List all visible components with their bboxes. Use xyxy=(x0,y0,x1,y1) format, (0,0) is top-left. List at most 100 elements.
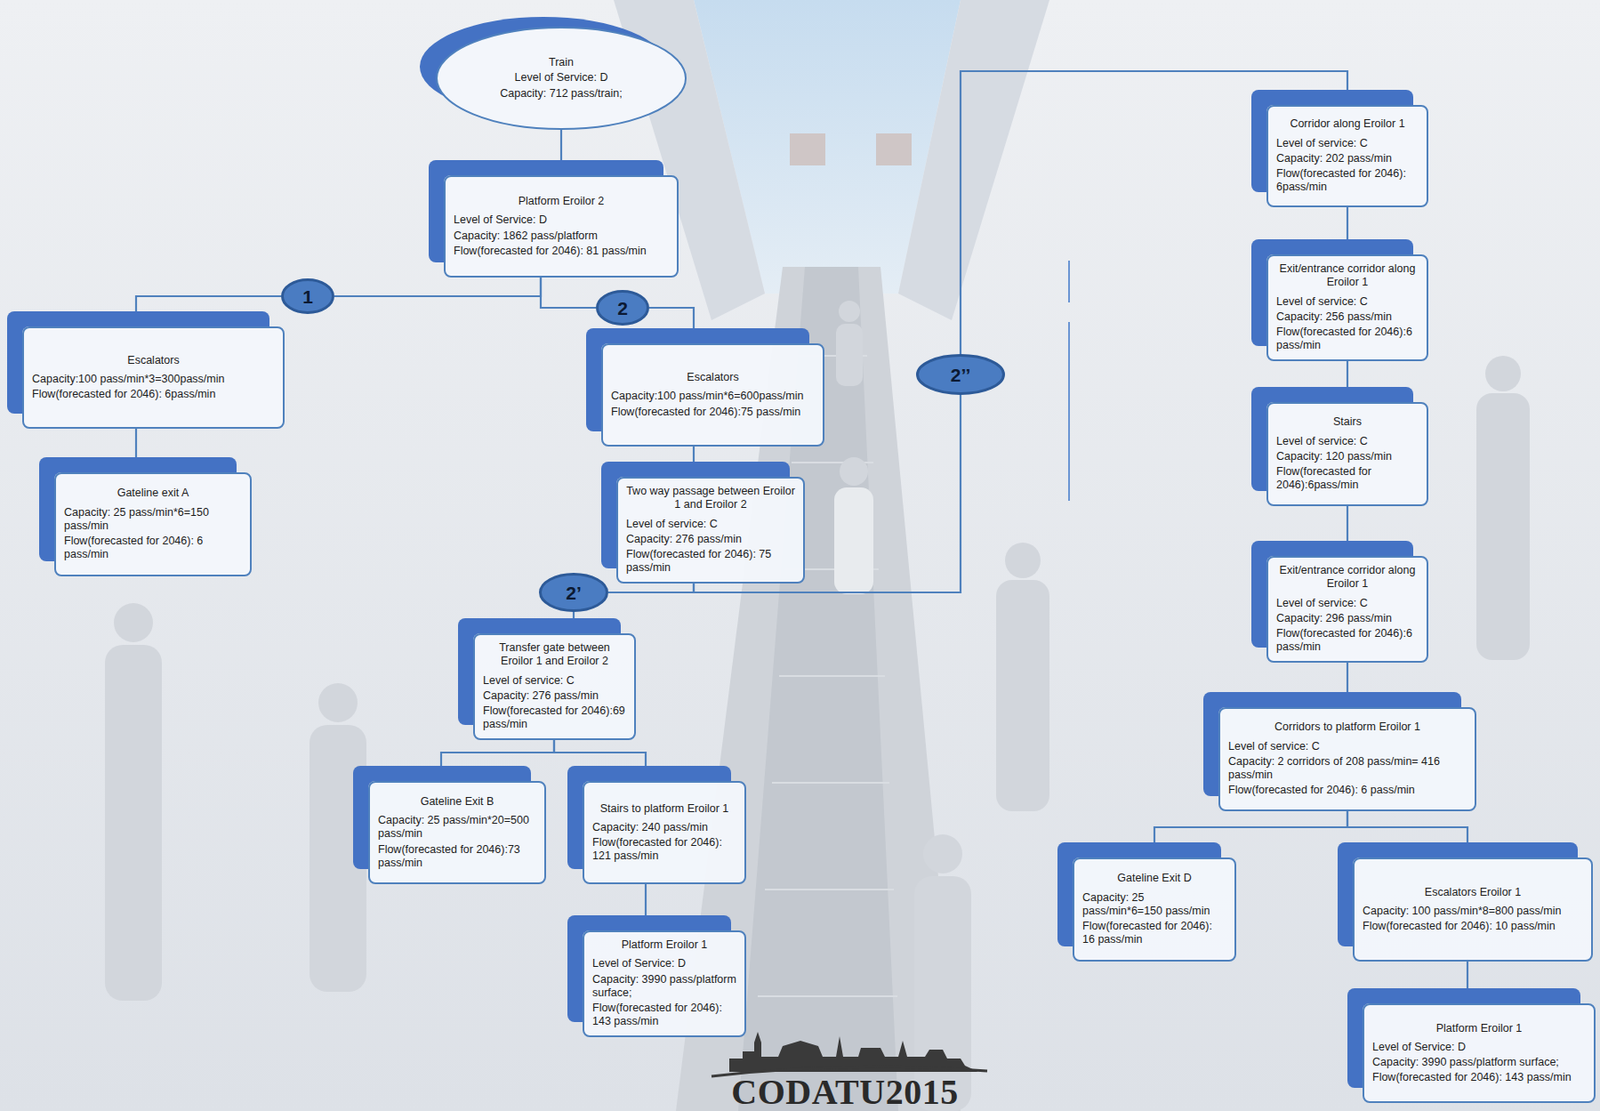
flow-connector xyxy=(1346,662,1349,708)
node-detail: Capacity: 100 pass/min*8=800 pass/min xyxy=(1362,904,1584,918)
node-title: Platform Eroilor 2 xyxy=(453,194,669,209)
node-detail: Capacity: 2 corridors of 208 pass/min= 4… xyxy=(1228,755,1467,783)
node-detail: Level of service: C xyxy=(1276,295,1419,309)
flow-connector xyxy=(608,583,694,594)
node-detail: Capacity: 240 pass/min xyxy=(592,820,737,835)
step-line xyxy=(764,888,894,891)
node-detail: Flow(forecasted for 2046): 81 pass/min xyxy=(453,244,669,258)
flow-connector xyxy=(136,296,282,327)
node-title: Platform Eroilor 1 xyxy=(592,938,737,952)
node-title: Escalators xyxy=(32,353,275,368)
node-detail: Flow(forecasted for 2046): 6pass/min xyxy=(32,387,275,402)
node-detail: Flow(forecasted for 2046): 75 pass/min xyxy=(626,547,796,576)
node-detail: Capacity:100 pass/min*3=300pass/min xyxy=(32,372,275,386)
people-silhouettes xyxy=(104,300,1530,1111)
node-detail: Flow(forecasted for 2046):69 pass/min xyxy=(482,704,627,732)
callout-number: 2 xyxy=(595,289,650,326)
callout-ellipse xyxy=(917,355,1005,394)
person-head xyxy=(113,603,153,643)
node-detail: Level of service: C xyxy=(1276,136,1419,151)
process-box: Stairs to platform Eroilor 1Capacity: 24… xyxy=(582,780,747,885)
flow-connector xyxy=(135,428,137,473)
node-title: Platform Eroilor 1 xyxy=(1372,1021,1586,1036)
node-title: Corridors to platform Eroilor 1 xyxy=(1228,720,1467,734)
process-box: Platform Eroilor 1 Level of Service: DCap… xyxy=(1362,1003,1596,1103)
node-detail: Level of Service: D xyxy=(592,956,737,971)
node-detail: Capacity: 3990 pass/platform surface; xyxy=(1372,1055,1586,1070)
flow-connector xyxy=(1154,811,1348,858)
flow-connector xyxy=(1346,506,1349,556)
process-box: Escalators Eroilor 1Capacity: 100 pass/m… xyxy=(1352,857,1593,962)
node-title: Gateline exit A xyxy=(64,486,242,500)
process-box: EscalatorsCapacity:100 pass/min*6=600pas… xyxy=(601,343,825,447)
node-detail: Level of service: C xyxy=(626,517,796,531)
node-detail: Capacity: 276 pass/min xyxy=(626,532,796,547)
person-body xyxy=(104,644,162,1001)
node-detail: Level of service: C xyxy=(482,674,627,688)
process-box: Gateline Exit B Capacity: 25 pass/min*20=… xyxy=(368,780,547,885)
node-title: Exit/entrance corridor along Eroilor 1 xyxy=(1276,262,1419,290)
process-box: Gateline exit A Capacity: 25 pass/min*6=1… xyxy=(54,472,252,577)
person-body xyxy=(834,487,874,595)
node-detail: Flow(forecasted for 2046): 10 pass/min xyxy=(1362,919,1584,933)
callout-ellipse xyxy=(540,574,608,612)
node-detail: Capacity: 202 pass/min xyxy=(1276,152,1419,166)
node-detail: Flow(forecasted for 2046):6 pass/min xyxy=(1276,627,1419,655)
node-detail: Flow(forecasted for 2046): 6pass/min xyxy=(1276,167,1419,195)
node-title: 2’ xyxy=(565,583,582,603)
node-detail: Flow(forecasted for 2046): 121 pass/min xyxy=(592,836,737,864)
process-box: Gateline Exit D Capacity: 25 pass/min*6=1… xyxy=(1072,857,1237,962)
flow-connector xyxy=(644,884,647,931)
node-detail: Capacity: 256 pass/min xyxy=(1276,310,1419,324)
flow-connector xyxy=(554,739,646,782)
callout-ellipse xyxy=(282,280,334,314)
node-detail: Level of service: C xyxy=(1276,434,1419,449)
node-detail: Capacity:100 pass/min*6=600pass/min xyxy=(611,389,815,403)
process-box: Platform Eroilor 2 Level of Service: D Cap… xyxy=(443,175,679,278)
process-box: Two way passage between Eroilor 1 and Er… xyxy=(616,476,805,584)
person-head xyxy=(838,300,861,322)
node-detail: Capacity: 1862 pass/platform xyxy=(453,229,669,243)
node-detail: Level of service: C xyxy=(1228,739,1467,754)
node-detail: Capacity: 120 pass/min xyxy=(1276,450,1419,464)
node-title: Gateline Exit D xyxy=(1082,871,1227,885)
node-detail: Flow(forecasted for 2046): 16 pass/min xyxy=(1082,919,1227,948)
node-detail: Level of Service: D xyxy=(1372,1040,1586,1054)
node-detail: Flow(forecasted for 2046): 6 pass/min xyxy=(1228,783,1467,797)
decor-line xyxy=(1068,260,1070,501)
logo-text: CODATU2015 xyxy=(711,1070,979,1111)
person-body xyxy=(1476,393,1530,660)
node-detail: Level of Service: D xyxy=(453,213,669,227)
callout-number: 2’ xyxy=(538,572,609,612)
process-box: Corridor along Eroilor 1Level of service… xyxy=(1266,104,1429,208)
person-head xyxy=(318,683,358,723)
process-box: Exit/entrance corridor along Eroilor 1 Le… xyxy=(1266,254,1429,362)
person-head xyxy=(1005,542,1041,579)
node-detail: Capacity: 25 pass/min*6=150 pass/min xyxy=(64,506,242,534)
node-detail: Capacity: 25 pass/min*6=150 pass/min xyxy=(1082,891,1227,919)
process-box: Corridors to platform Eroilor 1 Level of … xyxy=(1218,707,1477,812)
flow-connector xyxy=(649,307,694,344)
train-ellipse: TrainLevel of Service: DCapacity: 712 pa… xyxy=(435,26,687,130)
process-box: Platform Eroilor 1Level of Service: DCap… xyxy=(582,930,747,1038)
node-title: 1 xyxy=(302,287,314,306)
flow-connector xyxy=(560,129,563,176)
node-detail: Flow(forecasted for 2046): 6 pass/min xyxy=(64,534,242,563)
node-detail: Capacity: 296 pass/min xyxy=(1276,611,1419,626)
node-title: 2’’ xyxy=(950,365,972,385)
flow-connector xyxy=(1347,811,1468,858)
node-title: 2 xyxy=(617,298,628,318)
callout-number: 2’’ xyxy=(916,353,1006,395)
node-title: Train xyxy=(548,56,574,70)
node-detail: Capacity: 712 pass/train; xyxy=(499,87,623,101)
node-detail: Capacity: 25 pass/min*20=500 pass/min xyxy=(377,813,537,842)
step-line xyxy=(779,675,885,677)
node-title: Gateline Exit B xyxy=(377,795,537,809)
flow-connector xyxy=(334,277,541,297)
decor-line-segment xyxy=(1068,321,1070,501)
decor-line-segment xyxy=(1068,260,1070,303)
flow-connector xyxy=(1346,361,1349,403)
flow-connector xyxy=(1346,207,1349,255)
